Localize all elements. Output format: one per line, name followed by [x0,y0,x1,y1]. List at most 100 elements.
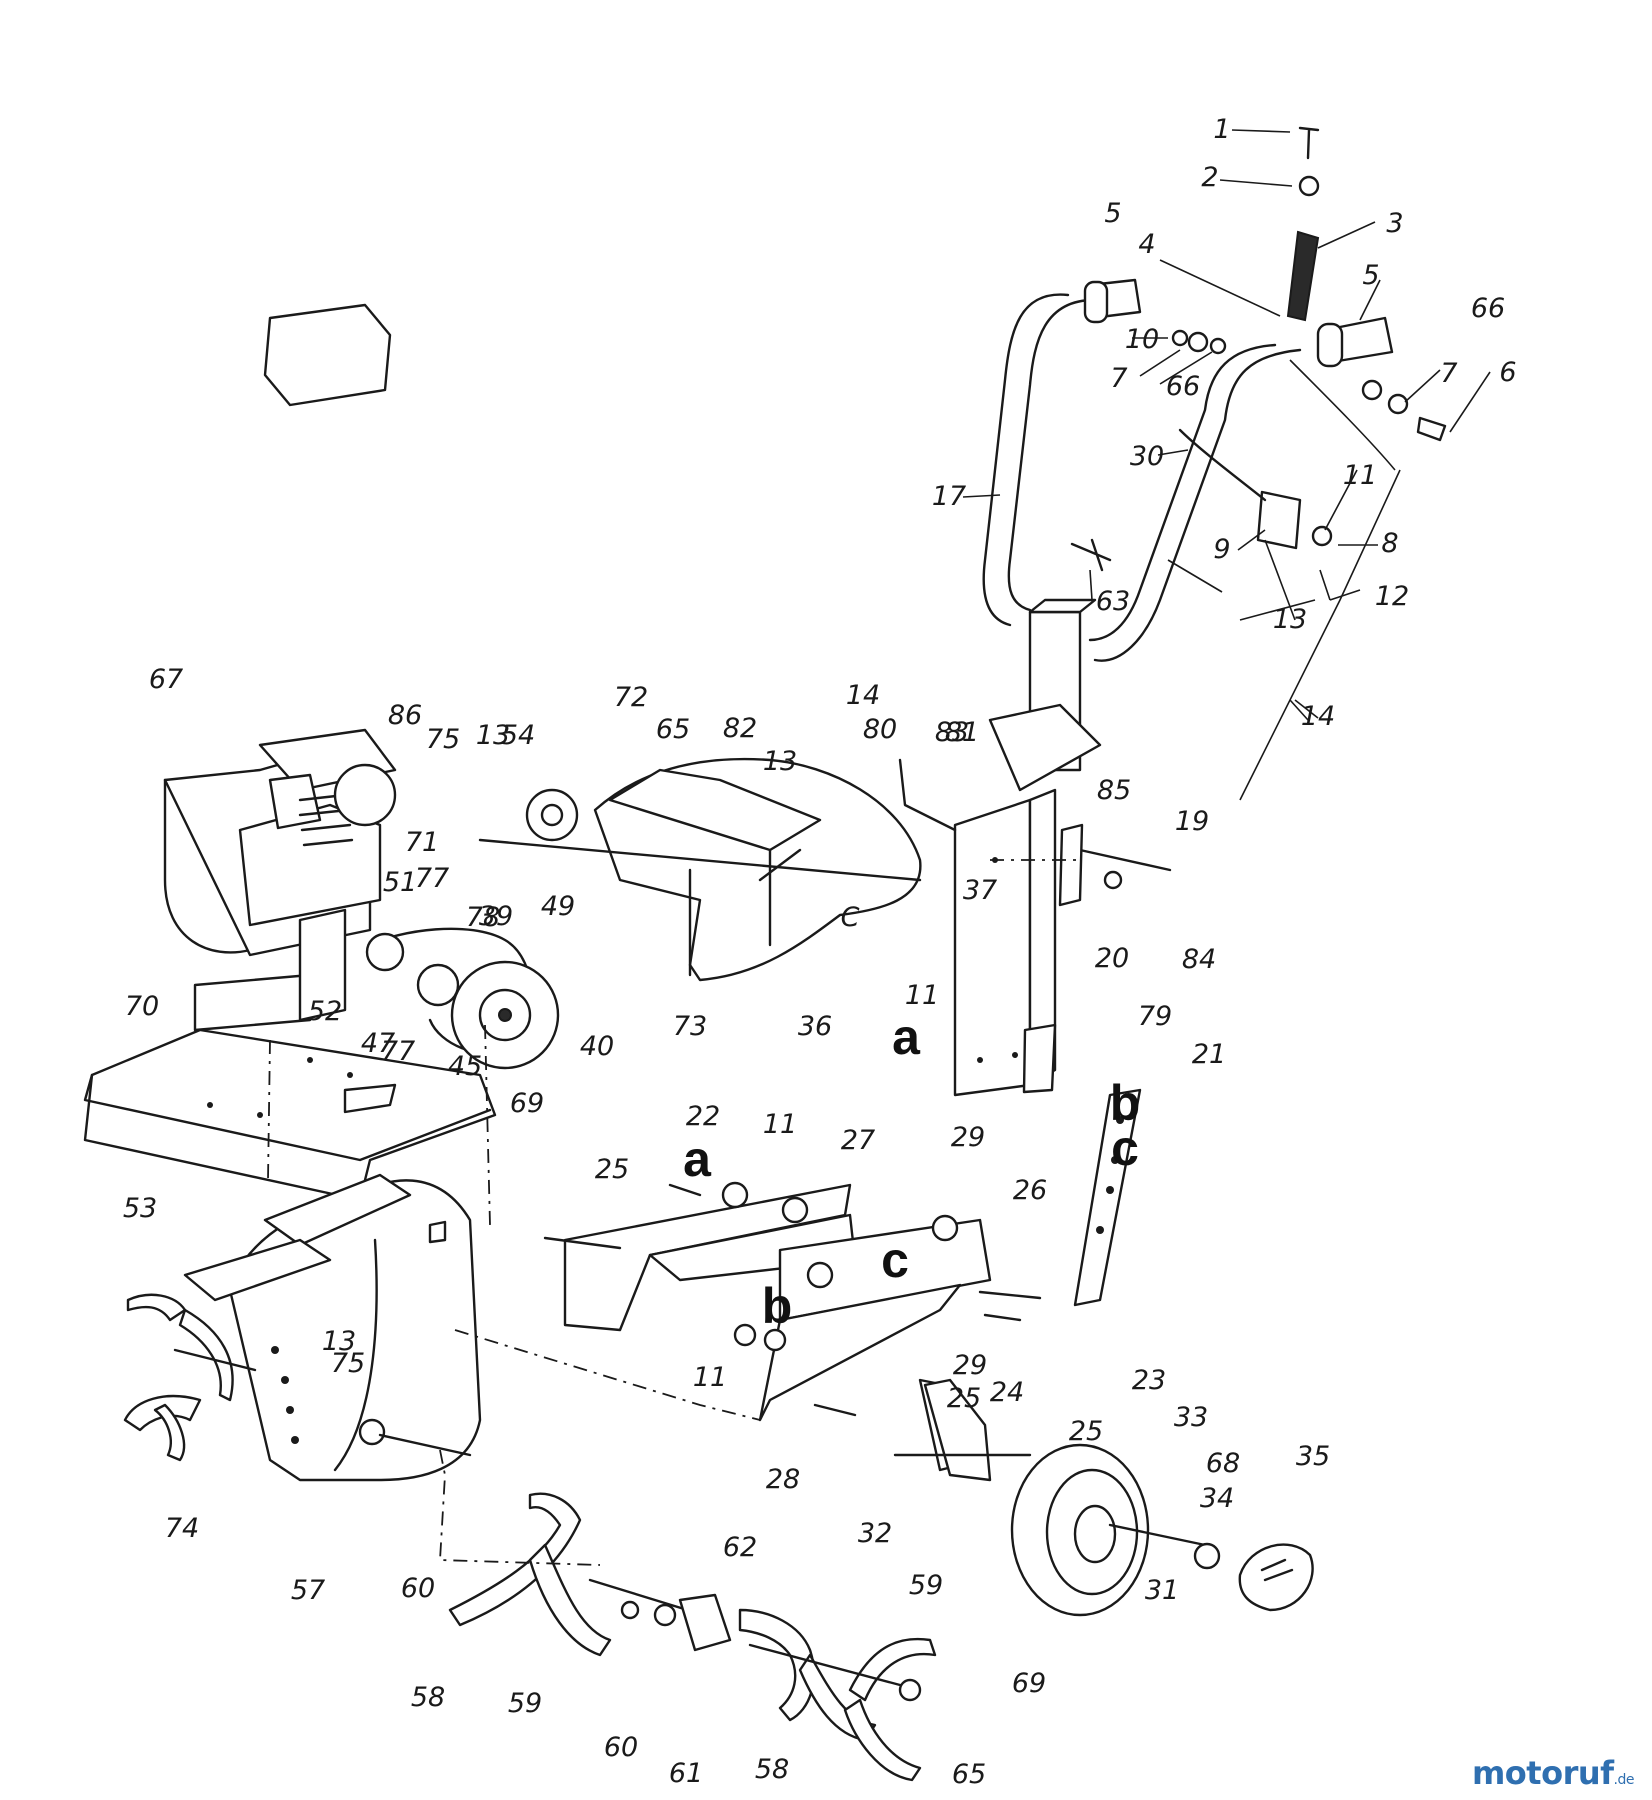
leader-line [962,494,1001,498]
part-number-label: 11 [693,1362,727,1393]
part-number-label: 13 [476,720,510,751]
part-number-label: 2 [1201,162,1218,193]
part-number-label: 25 [595,1154,629,1185]
part-number-label: 47 [361,1028,395,1059]
part-number-label: 31 [1145,1575,1179,1606]
leader-line [1231,129,1291,133]
part-number-label: 77 [381,1036,415,1067]
part-number-label: 37 [963,875,997,906]
leader-line [1289,699,1309,721]
wheel-frame [543,1181,1042,1482]
part-number-label: 82 [723,713,757,744]
part-number-label: 75 [331,1348,365,1379]
part-number-label: 75 [426,724,460,755]
part-number-label: 81 [945,717,979,748]
part-number-label: 29 [951,1122,985,1153]
part-number-label: 57 [291,1575,325,1606]
part-number-label: 22 [686,1101,720,1132]
part-number-label: 62 [723,1532,757,1563]
part-number-label: 58 [755,1754,789,1785]
part-number-label: 13 [322,1326,356,1357]
part-number-label: 84 [1182,944,1216,975]
leader-line [1317,221,1376,249]
leader-line [1167,559,1223,593]
leader-line [1324,469,1358,531]
part-number-label: 33 [1174,1402,1208,1433]
part-number-label: 52 [308,996,342,1027]
reference-letter-label: a [683,1131,712,1187]
assembly-lines [267,859,1080,1566]
leader-line [1219,179,1293,187]
reference-letter-label: a [892,1009,921,1065]
part-number-label: 23 [1132,1365,1166,1396]
part-number-label: 7 [1440,358,1457,389]
part-number-label: 51 [383,867,417,898]
part-number-label: 73 [673,1011,707,1042]
part-number-label: 54 [501,720,535,751]
part-number-label: 35 [1296,1441,1330,1472]
part-number-label: 67 [149,664,183,695]
part-number-label: 10 [1125,324,1159,355]
leader-line [1237,529,1266,551]
part-number-label: 13 [763,746,797,777]
part-number-label: 63 [1096,586,1130,617]
part-number-label: 11 [905,980,939,1011]
leader-line [1329,589,1361,601]
leader-line [1294,699,1319,719]
part-number-label: 40 [580,1031,614,1062]
part-number-label: 19 [1175,806,1209,837]
leader-line [1089,569,1093,601]
gearbox-housing [183,1173,482,1482]
leader-line [1239,599,1316,621]
reference-letter-label: c [1111,1120,1139,1176]
part-number-label: 65 [656,714,690,745]
part-number-label: 6 [1499,357,1516,388]
reference-letter-label: b [1110,1075,1141,1131]
part-number-label: C [841,902,860,933]
part-number-label: 86 [388,700,422,731]
part-number-label: 1 [1213,114,1230,145]
part-number-label: 29 [953,1350,987,1381]
part-number-label: 74 [165,1513,199,1544]
reference-letter-label: c [881,1232,909,1288]
part-number-label: 32 [858,1518,892,1549]
part-number-label: 59 [909,1570,943,1601]
leader-line [1159,259,1281,317]
watermark-tld: .de [1613,1772,1635,1788]
part-number-label: 12 [1375,581,1409,612]
depth-stake-assembly [898,703,1172,1307]
part-number-label: 5 [1104,198,1121,229]
part-number-label: 69 [1012,1668,1046,1699]
part-number-label: 21 [1192,1039,1226,1070]
part-number-label: 58 [411,1682,445,1713]
part-number-label: 66 [1471,293,1505,324]
part-number-label: 34 [1200,1483,1234,1514]
part-number-label: 3 [1386,208,1403,239]
watermark-brand: motoruf [1471,1754,1614,1792]
part-number-label: 36 [798,1011,832,1042]
leader-line [1359,279,1381,321]
leader-line [1319,569,1331,601]
belt-guard [478,757,922,982]
part-number-label: 65 [952,1759,986,1790]
reference-letter-label: b [762,1278,793,1334]
outer-tines [448,1492,937,1782]
part-number-label: 11 [763,1109,797,1140]
part-number-label: 78 [466,902,500,933]
part-number-label: 39 [479,901,513,932]
part-number-label: 30 [1130,441,1164,472]
engine [163,303,397,1032]
part-number-label: 24 [990,1377,1024,1408]
part-number-label: 60 [401,1573,435,1604]
belt-drive [365,788,579,1070]
part-number-label: 17 [932,481,966,512]
part-number-label: 27 [841,1125,875,1156]
part-number-label: 5 [1362,260,1379,291]
part-number-label: 4 [1138,229,1155,260]
part-number-label: 68 [1206,1448,1240,1479]
part-number-label: 25 [1069,1416,1103,1447]
part-number-label: 70 [125,991,159,1022]
